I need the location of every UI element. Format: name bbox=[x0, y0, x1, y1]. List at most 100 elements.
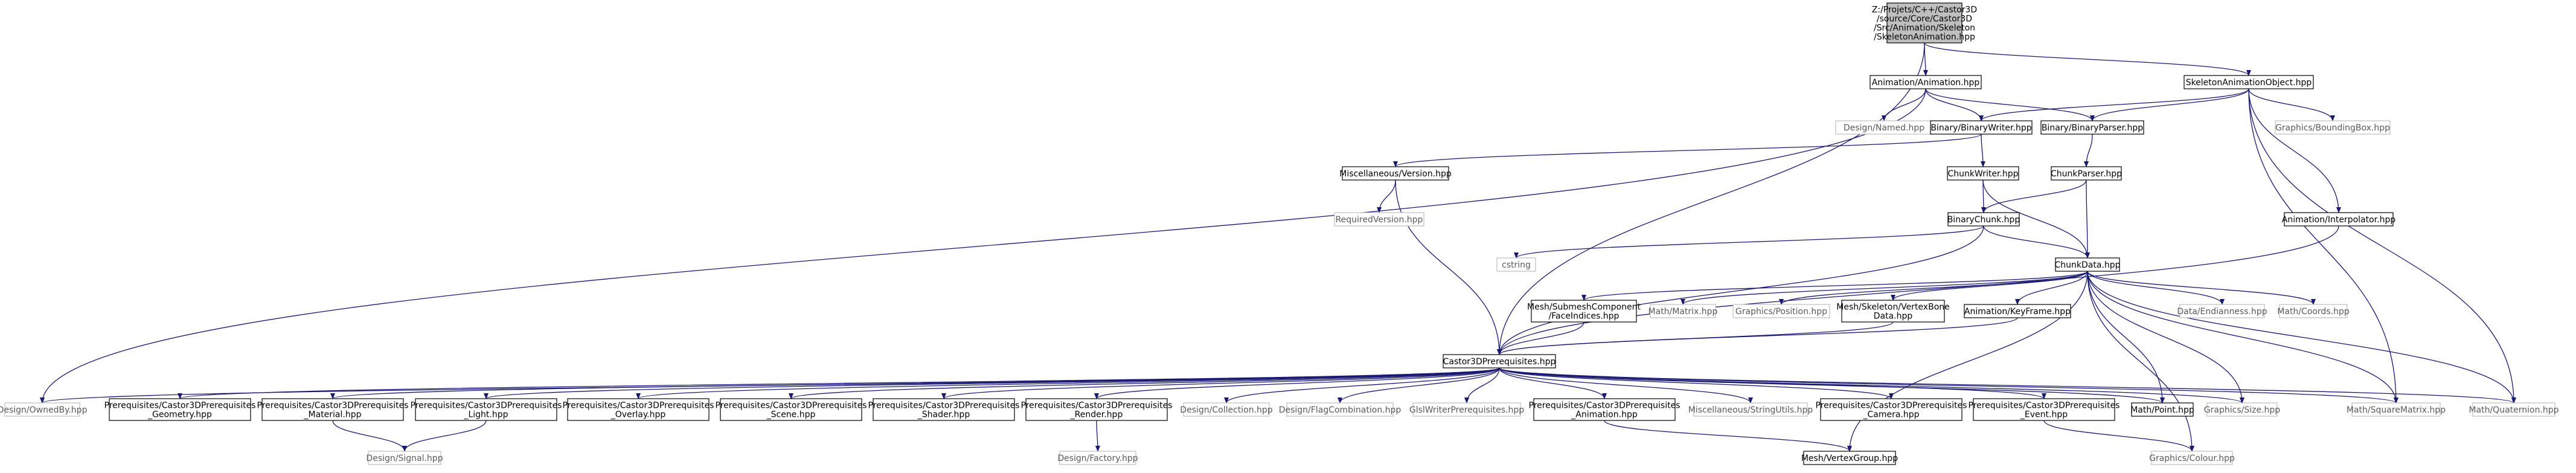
node-panim[interactable]: Prerequisites/Castor3DPrerequisites_Anim… bbox=[1529, 398, 1680, 421]
node-submesh-label-0: Mesh/SubmeshComponent bbox=[1527, 303, 1641, 312]
node-quat[interactable]: Math/Quaternion.hpp bbox=[2469, 402, 2559, 417]
edge-bwriter-to-version bbox=[1393, 134, 1982, 167]
node-root-box bbox=[1886, 2, 1962, 43]
node-cstring-box bbox=[1496, 257, 1536, 272]
edge-bchunk-to-cdata bbox=[1983, 225, 2090, 259]
edge-prereq-to-gsize bbox=[1499, 367, 2244, 404]
node-owned[interactable]: Design/OwnedBy.hpp bbox=[0, 402, 88, 417]
node-gsize-box bbox=[2206, 402, 2278, 417]
node-sqmat[interactable]: Math/SquareMatrix.hpp bbox=[2347, 402, 2446, 417]
node-pscene-label-1: _Scene.hpp bbox=[766, 410, 816, 420]
edge-cdata-to-submesh bbox=[1581, 271, 2088, 301]
node-vgroup-box bbox=[1803, 451, 1896, 465]
edge-prereq-to-pmat bbox=[330, 367, 1500, 399]
edge-skelobj-to-bwriter bbox=[1979, 88, 2249, 121]
node-submesh[interactable]: Mesh/SubmeshComponent/FaceIndices.hpp bbox=[1527, 300, 1641, 323]
edge-anim-to-bparser bbox=[1925, 88, 2095, 121]
node-glsl-label-0: GlslWriterPrerequisites.hpp bbox=[1409, 405, 1524, 415]
node-reqver[interactable]: RequiredVersion.hpp bbox=[1334, 212, 1424, 227]
node-bchunk-box bbox=[1947, 212, 2020, 227]
node-interp-box bbox=[2284, 212, 2394, 227]
node-pcam[interactable]: Prerequisites/Castor3DPrerequisites_Came… bbox=[1816, 398, 1967, 421]
edge-prereq-to-flag bbox=[1338, 367, 1500, 404]
node-matrix-box bbox=[1650, 304, 1716, 318]
node-pcam-label-0: Prerequisites/Castor3DPrerequisites bbox=[1816, 401, 1967, 411]
edge-anim-to-bwriter bbox=[1925, 88, 1984, 121]
node-matrix[interactable]: Math/Matrix.hpp bbox=[1648, 304, 1718, 318]
node-root[interactable]: Z:/Projets/C++/Castor3D/source/Core/Cast… bbox=[1872, 2, 1977, 43]
edge-version-to-prereq bbox=[1395, 179, 1502, 355]
node-colour[interactable]: Graphics/Colour.hpp bbox=[2149, 451, 2235, 465]
edge-cdata-to-coords bbox=[2087, 271, 2316, 305]
node-keyframe-label-0: Animation/KeyFrame.hpp bbox=[1964, 307, 2071, 317]
node-version[interactable]: Miscellaneous/Version.hpp bbox=[1339, 166, 1452, 181]
node-point-box bbox=[2131, 402, 2194, 417]
node-cparser[interactable]: ChunkParser.hpp bbox=[2051, 166, 2122, 181]
edge-prereq-to-pshader bbox=[941, 367, 1500, 399]
node-strutil-label-0: Miscellaneous/StringUtils.hpp bbox=[1688, 405, 1813, 415]
node-prender[interactable]: Prerequisites/Castor3DPrerequisites_Rend… bbox=[1021, 398, 1173, 421]
node-prereq-box bbox=[1443, 354, 1556, 368]
node-pevent-label-1: _Event.hpp bbox=[2020, 410, 2068, 420]
edge-prereq-to-sqmat bbox=[1499, 367, 2398, 404]
node-povl[interactable]: Prerequisites/Castor3DPrerequisites_Over… bbox=[563, 398, 714, 421]
node-keyframe[interactable]: Animation/KeyFrame.hpp bbox=[1964, 304, 2071, 318]
node-named[interactable]: Design/Named.hpp bbox=[1835, 120, 1933, 135]
edge-cdata-to-matrix bbox=[1680, 271, 2088, 305]
node-cstring[interactable]: cstring bbox=[1496, 257, 1536, 272]
node-pgeo[interactable]: Prerequisites/Castor3DPrerequisites_Geom… bbox=[104, 398, 256, 421]
edge-anim-to-owned bbox=[40, 88, 1926, 404]
edge-interp-to-prereq bbox=[1497, 225, 2339, 355]
node-cwriter-label-0: ChunkWriter.hpp bbox=[1947, 169, 2018, 179]
node-factory[interactable]: Design/Factory.hpp bbox=[1057, 451, 1138, 465]
node-endian[interactable]: Data/Endianness.hpp bbox=[2177, 304, 2267, 318]
node-gsize[interactable]: Graphics/Size.hpp bbox=[2204, 402, 2280, 417]
edge-prereq-to-panim bbox=[1499, 367, 1607, 399]
node-bchunk[interactable]: BinaryChunk.hpp bbox=[1947, 212, 2020, 227]
node-flag[interactable]: Design/FlagCombination.hpp bbox=[1279, 402, 1402, 417]
node-plight[interactable]: Prerequisites/Castor3DPrerequisites_Ligh… bbox=[411, 398, 562, 421]
node-sqmat-box bbox=[2351, 402, 2441, 417]
node-bparser[interactable]: Binary/BinaryParser.hpp bbox=[2040, 120, 2144, 135]
edge-pmat-to-signal bbox=[332, 420, 407, 452]
node-povl-label-0: Prerequisites/Castor3DPrerequisites bbox=[563, 401, 714, 411]
node-vgroup[interactable]: Mesh/VertexGroup.hpp bbox=[1801, 451, 1898, 465]
node-glsl[interactable]: GlslWriterPrerequisites.hpp bbox=[1409, 402, 1524, 417]
node-interp[interactable]: Animation/Interpolator.hpp bbox=[2282, 212, 2396, 227]
node-coll-box bbox=[1183, 402, 1270, 417]
node-coords[interactable]: Math/Coords.hpp bbox=[2277, 304, 2350, 318]
node-named-label-0: Design/Named.hpp bbox=[1844, 123, 1924, 133]
node-pshader[interactable]: Prerequisites/Castor3DPrerequisites_Shad… bbox=[868, 398, 1020, 421]
node-pevent[interactable]: Prerequisites/Castor3DPrerequisites_Even… bbox=[1969, 398, 2120, 421]
node-cparser-label-0: ChunkParser.hpp bbox=[2051, 169, 2122, 179]
node-bwriter-label-0: Binary/BinaryWriter.hpp bbox=[1930, 123, 2031, 133]
node-pcam-box bbox=[1820, 398, 1962, 421]
edge-skelobj-to-interp bbox=[2248, 88, 2341, 213]
node-endian-label-0: Data/Endianness.hpp bbox=[2177, 307, 2267, 317]
node-pgeo-label-0: Prerequisites/Castor3DPrerequisites bbox=[104, 401, 256, 411]
node-skelobj[interactable]: SkeletonAnimationObject.hpp bbox=[2184, 75, 2314, 89]
node-bwriter[interactable]: Binary/BinaryWriter.hpp bbox=[1930, 120, 2033, 135]
node-prereq[interactable]: Castor3DPrerequisites.hpp bbox=[1443, 354, 1556, 368]
node-cdata[interactable]: ChunkData.hpp bbox=[2054, 257, 2121, 272]
node-gpos-box bbox=[1732, 304, 1830, 318]
node-gsize-label-0: Graphics/Size.hpp bbox=[2204, 405, 2280, 415]
node-gpos[interactable]: Graphics/Position.hpp bbox=[1732, 304, 1830, 318]
edge-plight-to-signal bbox=[402, 420, 487, 452]
node-bbox[interactable]: Graphics/BoundingBox.hpp bbox=[2275, 120, 2391, 135]
node-signal[interactable]: Design/Signal.hpp bbox=[366, 451, 443, 465]
node-anim[interactable]: Animation/Animation.hpp bbox=[1870, 75, 1982, 89]
node-version-box bbox=[1342, 166, 1449, 181]
node-pscene[interactable]: Prerequisites/Castor3DPrerequisites_Scen… bbox=[716, 398, 867, 421]
node-cwriter[interactable]: ChunkWriter.hpp bbox=[1947, 166, 2019, 181]
node-strutil[interactable]: Miscellaneous/StringUtils.hpp bbox=[1688, 402, 1813, 417]
edge-cparser-to-bchunk bbox=[1981, 179, 2087, 213]
node-cstring-label-0: cstring bbox=[1502, 260, 1531, 270]
node-pmat[interactable]: Prerequisites/Castor3DPrerequisites_Mate… bbox=[257, 398, 409, 421]
node-coll[interactable]: Design/Collection.hpp bbox=[1180, 402, 1273, 417]
node-pshader-label-0: Prerequisites/Castor3DPrerequisites bbox=[868, 401, 1020, 411]
node-version-label-0: Miscellaneous/Version.hpp bbox=[1339, 169, 1452, 179]
node-point[interactable]: Math/Point.hpp bbox=[2130, 402, 2194, 417]
node-root-label-3: /SkeletonAnimation.hpp bbox=[1874, 33, 1975, 42]
